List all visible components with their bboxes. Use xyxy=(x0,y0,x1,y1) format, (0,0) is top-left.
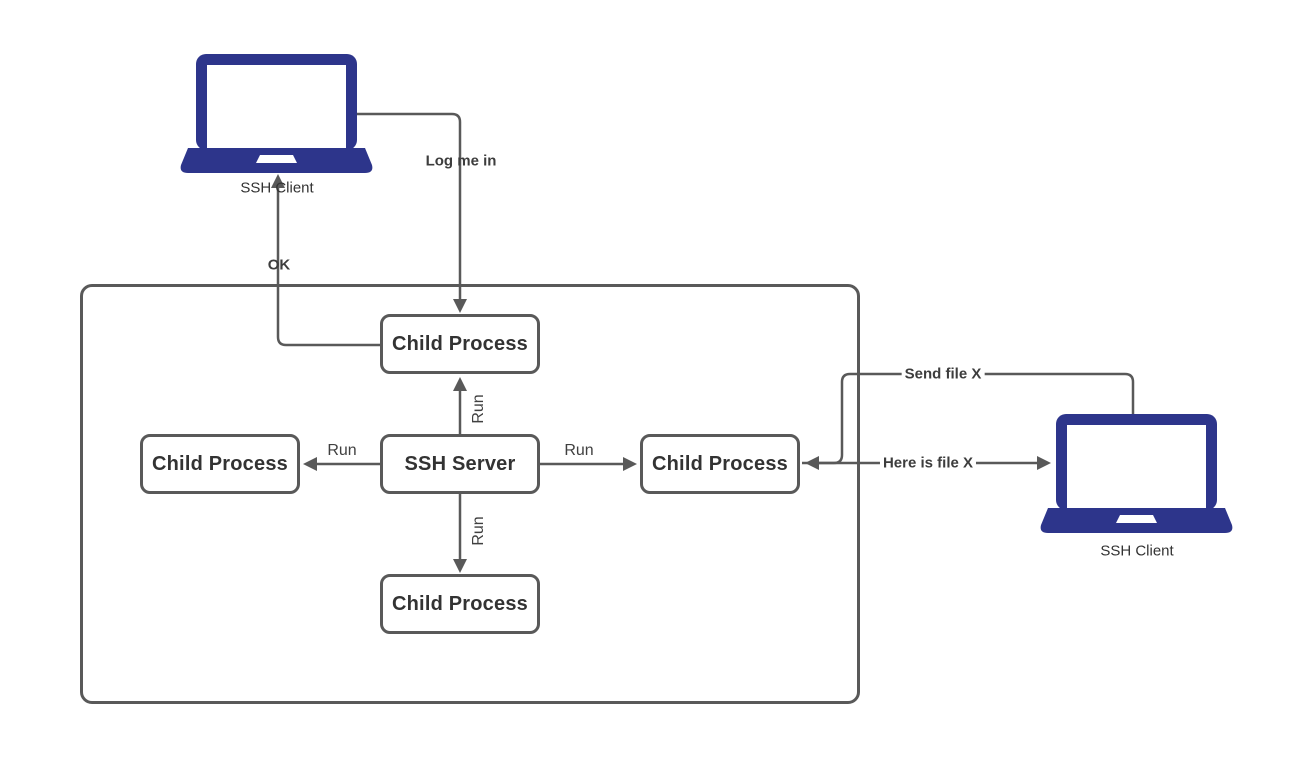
arrowhead-run-bottom xyxy=(453,559,467,573)
arrowhead-ok xyxy=(271,174,285,188)
arrowhead-here-is-file xyxy=(1037,456,1051,470)
edge-send-file xyxy=(818,372,1135,465)
edge-ok xyxy=(276,188,380,347)
arrowhead-send-file xyxy=(805,456,819,470)
node-ssh-server: SSH Server xyxy=(380,434,540,494)
server-boundary-box xyxy=(80,284,860,704)
edge-label-run-right: Run xyxy=(564,442,594,459)
node-child-process-top: Child Process xyxy=(380,314,540,374)
arrowhead-log-me-in xyxy=(453,299,467,313)
laptop-icon-top xyxy=(180,54,373,173)
edge-label-log-me-in: Log me in xyxy=(425,152,497,170)
node-label: SSH Server xyxy=(404,452,516,475)
edge-label-send-file: Send file X xyxy=(901,365,985,383)
node-child-process-left: Child Process xyxy=(140,434,300,494)
label-ssh-client-top: SSH Client xyxy=(240,179,314,197)
edge-label-run-left: Run xyxy=(327,442,357,459)
edge-label-run-bottom: Run xyxy=(470,516,487,546)
laptop-icon-right xyxy=(1040,414,1233,533)
node-label: Child Process xyxy=(392,592,528,615)
node-child-process-bottom: Child Process xyxy=(380,574,540,634)
edge-label-run-top: Run xyxy=(470,394,487,424)
label-ssh-client-right: SSH Client xyxy=(1100,542,1174,560)
node-label: Child Process xyxy=(652,452,788,475)
edge-log-me-in xyxy=(357,112,462,300)
edge-label-ok: OK xyxy=(267,256,291,274)
edge-label-here-is-file: Here is file X xyxy=(879,454,977,472)
arrowhead-run-right xyxy=(623,457,637,471)
node-label: Child Process xyxy=(392,332,528,355)
arrowhead-run-left xyxy=(303,457,317,471)
node-child-process-right: Child Process xyxy=(640,434,800,494)
node-label: Child Process xyxy=(152,452,288,475)
arrowhead-run-top xyxy=(453,377,467,391)
